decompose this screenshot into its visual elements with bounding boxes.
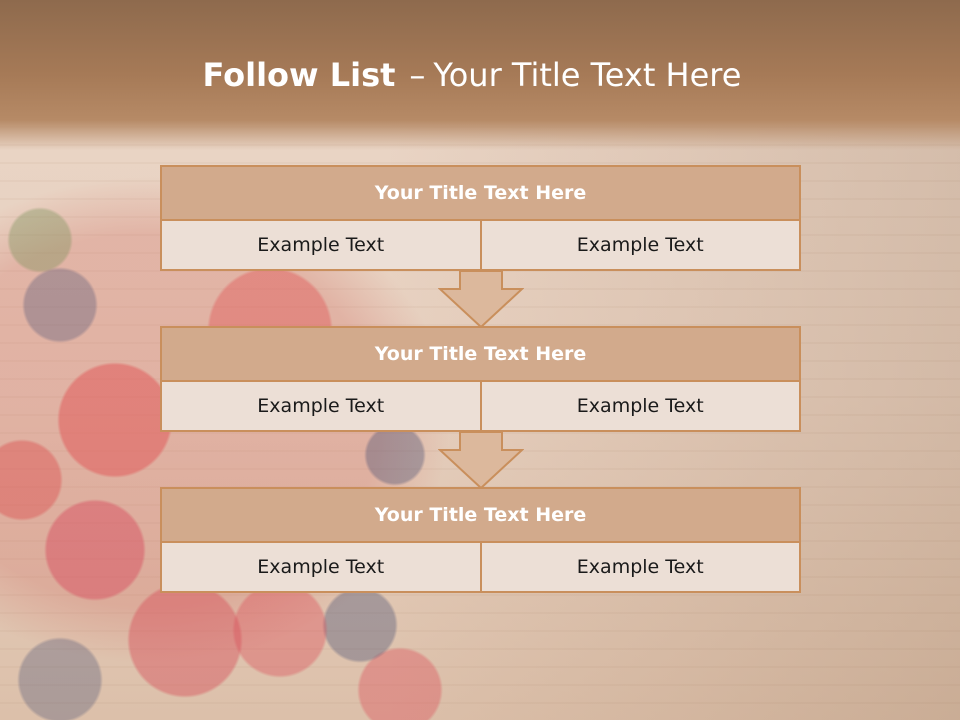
block-right-cell: Example Text <box>481 382 801 432</box>
list-block-2: Your Title Text Here Example Text Exampl… <box>160 326 801 432</box>
block-left-cell: Example Text <box>160 382 482 432</box>
title-bold: Follow List <box>202 56 396 94</box>
title-band <box>0 0 960 150</box>
block-row: Example Text Example Text <box>160 221 801 271</box>
arrow-down-icon <box>438 432 524 490</box>
arrow-down-icon <box>438 271 524 329</box>
block-left-cell: Example Text <box>160 543 482 593</box>
block-title: Your Title Text Here <box>160 326 801 382</box>
title-dash: – <box>409 56 426 94</box>
list-block-3: Your Title Text Here Example Text Exampl… <box>160 487 801 593</box>
block-right-cell: Example Text <box>481 543 801 593</box>
title-rest: Your Title Text Here <box>433 56 742 94</box>
slide-title: Follow List–Your Title Text Here <box>0 56 944 94</box>
block-left-cell: Example Text <box>160 221 482 271</box>
block-row: Example Text Example Text <box>160 543 801 593</box>
list-block-1: Your Title Text Here Example Text Exampl… <box>160 165 801 271</box>
block-title: Your Title Text Here <box>160 165 801 221</box>
block-title: Your Title Text Here <box>160 487 801 543</box>
block-row: Example Text Example Text <box>160 382 801 432</box>
block-right-cell: Example Text <box>481 221 801 271</box>
